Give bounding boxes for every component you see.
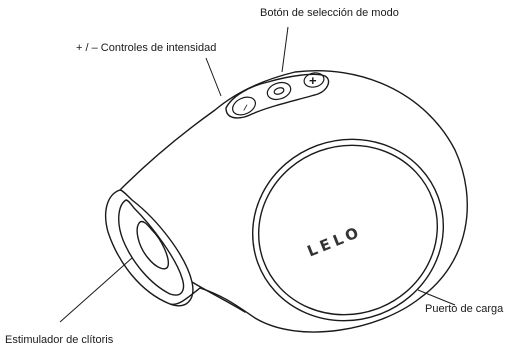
lelo-logo: LELO <box>305 222 365 260</box>
device-body-outline <box>119 70 468 333</box>
plus-button[interactable] <box>303 71 325 89</box>
clitoral-stimulator-label: Estimulador de clítoris <box>5 334 114 346</box>
callout-line-mode <box>281 26 289 73</box>
side-panel-outer <box>251 138 445 322</box>
stimulator-opening <box>136 220 169 270</box>
control-pad <box>225 73 330 119</box>
callout-line-stimulator <box>59 257 133 323</box>
minus-button[interactable] <box>230 94 259 119</box>
mode-button-label: Botón de selección de modo <box>260 7 399 19</box>
mode-button[interactable] <box>265 80 293 103</box>
side-panel-inner <box>257 144 439 316</box>
callout-line-port <box>417 289 456 306</box>
callout-line-intensity <box>205 57 222 97</box>
intensity-controls-label: + / – Controles de intensidad <box>76 42 217 54</box>
charging-port-label: Puerto de carga <box>425 303 504 315</box>
plus-symbol: + <box>309 73 317 88</box>
mode-button-dot <box>273 87 285 95</box>
stimulator-rim-inner <box>118 199 185 296</box>
stimulator-rim-outer <box>104 189 194 307</box>
base-contour <box>191 281 246 313</box>
